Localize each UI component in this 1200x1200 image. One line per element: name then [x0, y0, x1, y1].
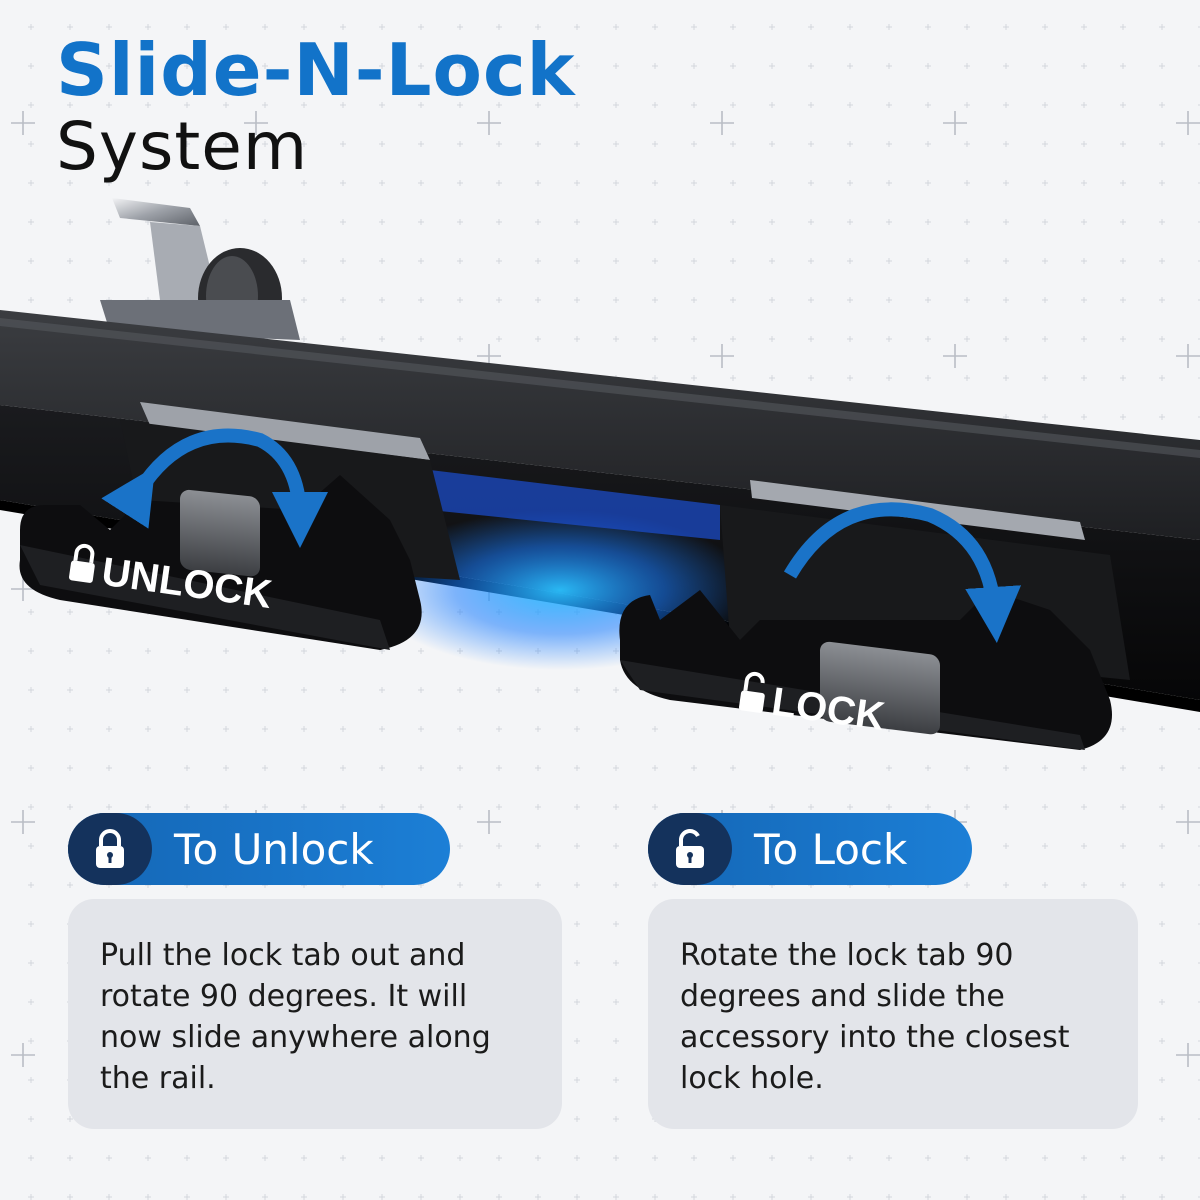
lock-instructions-text: Rotate the lock tab 90 degrees and slide… — [680, 938, 1070, 1096]
unlock-heading-pill: To Unlock — [68, 813, 450, 885]
unlock-instructions-text: Pull the lock tab out and rotate 90 degr… — [100, 938, 491, 1096]
unlock-tab-padlock-icon — [68, 543, 95, 583]
open-padlock-icon — [648, 813, 732, 885]
headline-title: Slide-N-Lock — [56, 28, 576, 112]
unlock-heading: To Unlock — [174, 824, 374, 874]
headline-subtitle: System — [56, 108, 309, 185]
clamp-bracket — [100, 198, 300, 348]
lock-heading-pill: To Lock — [648, 813, 972, 885]
lock-heading: To Lock — [754, 824, 908, 874]
lock-tab-open-padlock-icon — [738, 671, 765, 713]
lock-instructions: Rotate the lock tab 90 degrees and slide… — [648, 899, 1138, 1129]
unlock-accessory: UNLOCK — [19, 402, 460, 650]
headline: Slide-N-Lock System — [56, 30, 576, 184]
product-illustration: UNLOCK LOCK — [0, 198, 1200, 750]
unlock-instructions: Pull the lock tab out and rotate 90 degr… — [68, 899, 562, 1129]
padlock-icon — [68, 813, 152, 885]
lock-accessory: LOCK — [619, 480, 1130, 750]
